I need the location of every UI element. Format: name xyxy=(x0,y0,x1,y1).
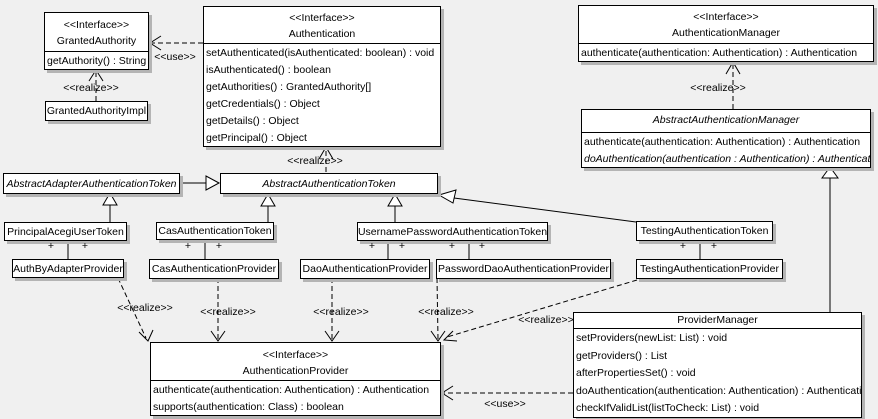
class-name: TestingAuthenticationProvider xyxy=(640,263,779,275)
method: getPrincipal() : Object xyxy=(206,132,307,144)
realize-label: <<realize>> xyxy=(200,306,256,318)
assoc-plus: + xyxy=(478,240,486,252)
class-name: GrantedAuthorityImpl xyxy=(46,105,147,117)
stereotype-label: <<Interface>> xyxy=(693,11,759,23)
assoc-plus: + xyxy=(215,240,223,252)
realize-label: <<realize>> xyxy=(287,155,343,167)
method: getAuthority() : String xyxy=(47,55,147,67)
assoc-plus: + xyxy=(368,240,376,252)
assoc-plus: + xyxy=(47,240,55,252)
method: getDetails() : Object xyxy=(206,115,299,127)
method-abstract: doAuthentication(authentication : Authen… xyxy=(584,153,871,165)
method: authenticate(authentication: Authenticat… xyxy=(153,384,430,396)
methods-compartment: authenticate(authentication: Authenticat… xyxy=(579,43,873,61)
stereotype-label: <<Interface>> xyxy=(262,349,329,361)
class-name: CasAuthenticationProvider xyxy=(151,263,277,275)
use-label: <<use>> xyxy=(484,398,526,410)
method: getProviders() : List xyxy=(576,349,668,362)
class-name: AbstractAdapterAuthenticationToken xyxy=(6,177,177,190)
methods-compartment: getAuthority() : String xyxy=(45,51,148,69)
class-cas-authentication-provider: CasAuthenticationProvider xyxy=(149,259,279,279)
class-header: ProviderManager xyxy=(574,313,861,328)
class-username-password-authentication-token: UsernamePasswordAuthenticationToken xyxy=(357,222,548,241)
assoc-plus: + xyxy=(184,240,192,252)
class-name: GrantedAuthority xyxy=(56,35,137,47)
class-name: AuthenticationProvider xyxy=(242,365,349,377)
method: getCredentials() : Object xyxy=(206,98,320,110)
class-name: PasswordDaoAuthenticationProvider xyxy=(437,263,609,275)
class-name: Authentication xyxy=(288,28,356,40)
assoc-plus: + xyxy=(679,240,687,252)
class-authentication-provider: <<Interface>> AuthenticationProvider aut… xyxy=(150,342,441,416)
stereotype-label: <<Interface>> xyxy=(289,12,355,24)
method: doAuthentication(authentication: Authent… xyxy=(576,384,862,397)
class-testing-authentication-token: TestingAuthenticationToken xyxy=(636,221,773,241)
class-authentication: <<Interface>> Authentication setAuthenti… xyxy=(203,6,441,147)
assoc-plus: + xyxy=(710,240,718,252)
class-header: <<Interface>> AuthenticationProvider xyxy=(151,343,440,380)
method: authenticate(authentication: Authenticat… xyxy=(584,136,861,148)
class-abstract-authentication-token: AbstractAuthenticationToken xyxy=(220,173,438,194)
class-header: <<Interface>> Authentication xyxy=(204,7,440,43)
class-abstract-authentication-manager: AbstractAuthenticationManager authentica… xyxy=(581,109,871,168)
realize-label: <<realize>> xyxy=(518,314,574,326)
method: setAuthenticated(isAuthenticated: boolea… xyxy=(206,47,435,59)
class-cas-authentication-token: CasAuthenticationToken xyxy=(156,222,274,240)
class-header: AbstractAuthenticationManager xyxy=(582,110,870,132)
use-arrowheads xyxy=(149,35,454,401)
realize-label: <<realize>> xyxy=(690,82,746,94)
class-testing-authentication-provider: TestingAuthenticationProvider xyxy=(636,259,783,279)
class-principal-acegi-user-token: PrincipalAcegiUserToken xyxy=(4,222,127,241)
method: supports(authentication: Class) : boolea… xyxy=(153,401,344,413)
class-provider-manager: ProviderManager setProviders(newList: Li… xyxy=(573,312,862,418)
class-dao-authentication-provider: DaoAuthenticationProvider xyxy=(300,259,430,279)
realize-lines xyxy=(95,65,734,340)
method: isAuthenticated() : boolean xyxy=(206,64,331,76)
class-granted-authority: <<Interface>> GrantedAuthority getAuthor… xyxy=(44,12,149,70)
methods-compartment: authenticate(authentication: Authenticat… xyxy=(151,380,440,415)
realize-label: <<realize>> xyxy=(117,302,173,314)
realize-label: <<realize>> xyxy=(63,82,119,94)
class-name: AbstractAuthenticationToken xyxy=(262,177,396,190)
class-name: ProviderManager xyxy=(677,314,758,326)
use-lines xyxy=(152,42,573,394)
class-name: AuthByAdapterProvider xyxy=(13,262,123,275)
class-name: TestingAuthenticationToken xyxy=(640,225,769,237)
method: setProviders(newList: List) : void xyxy=(576,332,728,344)
class-name: UsernamePasswordAuthenticationToken xyxy=(357,225,548,238)
method: checkIfValidList(listToCheck: List) : vo… xyxy=(576,402,760,414)
class-header: <<Interface>> GrantedAuthority xyxy=(45,13,148,51)
generalization-lines xyxy=(102,166,839,312)
assoc-plus: + xyxy=(81,240,89,252)
methods-compartment: setProviders(newList: List) : void getPr… xyxy=(574,328,862,417)
class-name: AuthenticationManager xyxy=(672,27,780,39)
class-authentication-manager: <<Interface>> AuthenticationManager auth… xyxy=(578,5,874,62)
realize-label: <<realize>> xyxy=(418,306,474,318)
realize-label: <<realize>> xyxy=(313,306,369,318)
assoc-plus: + xyxy=(448,240,456,252)
methods-compartment: authenticate(authentication: Authenticat… xyxy=(582,132,871,167)
method: getAuthorities() : GrantedAuthority[] xyxy=(206,81,372,93)
class-name: DaoAuthenticationProvider xyxy=(302,263,428,275)
realize-arrowheads xyxy=(88,61,741,342)
class-name: CasAuthenticationToken xyxy=(158,225,272,237)
class-name: PrincipalAcegiUserToken xyxy=(7,225,124,238)
class-auth-by-adapter-provider: AuthByAdapterProvider xyxy=(12,259,124,278)
class-abstract-adapter-authentication-token: AbstractAdapterAuthenticationToken xyxy=(3,173,180,194)
class-granted-authority-impl: GrantedAuthorityImpl xyxy=(45,101,148,121)
stereotype-label: <<Interface>> xyxy=(63,19,130,31)
method: afterPropertiesSet() : void xyxy=(576,367,696,379)
assoc-plus: + xyxy=(398,240,406,252)
class-password-dao-authentication-provider: PasswordDaoAuthenticationProvider xyxy=(436,259,611,279)
use-label: <<use>> xyxy=(154,51,196,63)
method: authenticate(authentication: Authenticat… xyxy=(581,47,858,59)
class-header: <<Interface>> AuthenticationManager xyxy=(579,6,873,43)
methods-compartment: setAuthenticated(isAuthenticated: boolea… xyxy=(204,43,440,146)
association-lines xyxy=(67,240,701,260)
class-name: AbstractAuthenticationManager xyxy=(652,114,800,126)
